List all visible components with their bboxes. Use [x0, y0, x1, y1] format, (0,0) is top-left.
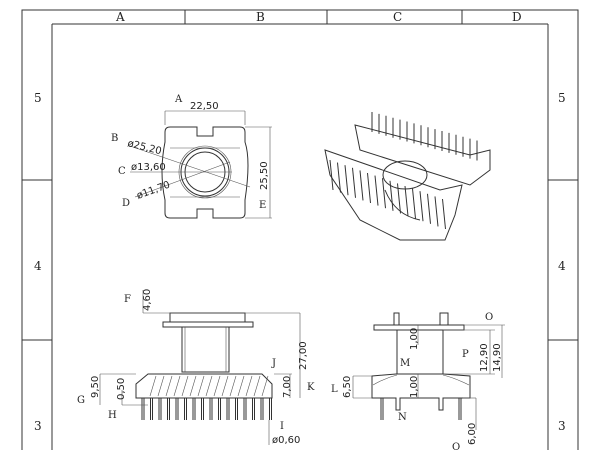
label-a: A [174, 94, 183, 105]
iso-pin [337, 162, 341, 193]
front-view: F G H I J K 4,60 27,00 9,50 0,50 7,00 ø0… [77, 289, 315, 446]
dim-inner-diameter: ø11,70 [135, 180, 171, 202]
hatch-line [237, 375, 245, 397]
label-k: K [307, 382, 315, 393]
dim-height: 25,50 [259, 161, 270, 190]
row-labels: 5 4 3 5 4 3 [34, 91, 566, 433]
iso-pin [367, 172, 371, 204]
column-label: C [393, 10, 402, 24]
dim-p: 12,90 [479, 343, 490, 372]
isometric-view [324, 112, 491, 241]
dim-offset: 0,50 [116, 378, 127, 400]
label-i: I [280, 421, 284, 432]
label-o: O [485, 312, 493, 323]
iso-pin [329, 159, 334, 191]
dim-flange: 4,60 [142, 289, 153, 311]
row-label: 3 [34, 419, 42, 433]
label-g: G [77, 395, 85, 406]
iso-pin [374, 175, 379, 206]
hatch-line [213, 375, 221, 397]
iso-pin [412, 188, 416, 219]
column-labels: A B C D [115, 10, 522, 24]
dim-mid-diameter: ø13,60 [131, 162, 166, 173]
dim-total-height: 27,00 [298, 341, 309, 370]
iso-pin [427, 193, 431, 224]
hatch-line [253, 375, 261, 397]
dim-n: 1,00 [409, 376, 420, 398]
label-p: P [462, 349, 469, 360]
iso-pin [344, 165, 349, 196]
label-q: Q [452, 442, 460, 450]
row-label: 3 [558, 419, 566, 433]
iso-pin [434, 196, 439, 227]
side-view: L M N O P Q 6,50 1,00 1,00 12,90 14,90 6… [331, 312, 505, 450]
dim-wall: 7,00 [282, 376, 293, 398]
row-label: 4 [34, 259, 42, 273]
row-label: 5 [558, 91, 566, 105]
column-label: D [512, 10, 522, 24]
row-label: 4 [558, 259, 566, 273]
dim-width: 22,50 [190, 101, 219, 112]
dim-outer-diameter: ø25,20 [126, 138, 162, 157]
label-m: M [400, 358, 410, 369]
hatch-line [157, 375, 165, 397]
label-d: D [122, 198, 130, 209]
hatch-line [173, 375, 181, 397]
hatch-line [245, 375, 253, 397]
dim-m: 1,00 [409, 328, 420, 350]
dim-q: 6,00 [467, 423, 478, 445]
label-j: J [271, 358, 276, 369]
column-label: A [115, 10, 125, 24]
label-l: L [331, 384, 338, 395]
column-label: B [256, 10, 265, 24]
iso-pin [397, 183, 401, 214]
label-c: C [118, 166, 126, 177]
iso-pin [359, 170, 364, 201]
hatch-line [221, 375, 229, 397]
hatch-line [165, 375, 173, 397]
hatch-line [197, 375, 205, 397]
label-n: N [398, 412, 407, 423]
dim-l: 6,50 [342, 376, 353, 398]
hatch-line [205, 375, 213, 397]
sheet-frame [21, 9, 579, 450]
label-h: H [108, 410, 117, 421]
hatch-line [189, 375, 197, 397]
hatch-line [181, 375, 189, 397]
iso-pin [442, 198, 446, 230]
dim-o: 14,90 [492, 343, 503, 372]
row-label: 5 [34, 91, 42, 105]
iso-pin [404, 185, 409, 217]
iso-pin [352, 167, 356, 198]
label-b: B [111, 133, 118, 144]
iso-pin [382, 178, 386, 209]
iso-pin [389, 180, 394, 211]
hatch-line [229, 375, 237, 397]
iso-pin [419, 191, 424, 222]
label-e: E [259, 200, 266, 211]
top-view: A B C D E 22,50 25,50 ø25,20 ø13,60 ø11,… [111, 94, 272, 219]
dim-pin-diameter: ø0,60 [272, 435, 300, 446]
hatch-line [149, 375, 157, 397]
dim-base-height: 9,50 [90, 376, 101, 398]
hatch-line [261, 375, 269, 397]
label-f: F [124, 294, 131, 305]
